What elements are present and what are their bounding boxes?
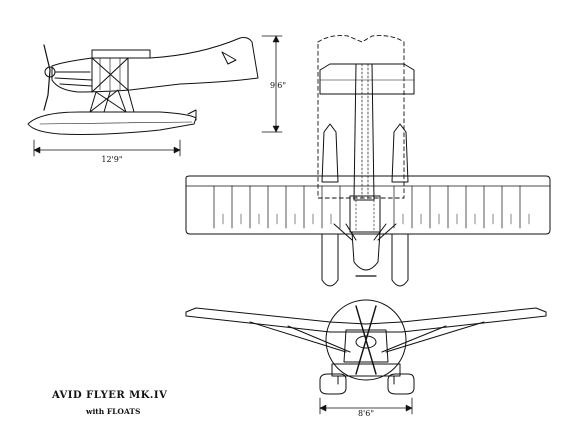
float-right-rear [391, 123, 409, 183]
wing-center-section [349, 195, 381, 233]
propeller-blades-front [355, 305, 377, 375]
length-dimension-label: 12'9" [101, 155, 122, 164]
height-dimension-line [261, 35, 283, 133]
track-dimension-label: 8'6" [358, 409, 374, 418]
length-dimension-line [33, 139, 181, 157]
track-dimension-line [319, 397, 413, 415]
folded-wing-outline [317, 35, 405, 199]
float-struts-top [333, 223, 397, 241]
front-view [185, 299, 547, 415]
horizontal-stabilizer [319, 63, 415, 95]
fuselage-outline [51, 37, 259, 93]
wing-front [185, 307, 547, 333]
float-right-front-view [387, 373, 415, 395]
side-view [27, 35, 283, 157]
length-dimension-arrows [33, 146, 181, 154]
height-dimension-arrows [272, 35, 280, 133]
fuselage-front [343, 329, 389, 363]
top-view [185, 35, 551, 287]
height-dimension-label: 9'6" [270, 81, 286, 90]
drawing-title: AVID FLYER MK.IV [51, 390, 167, 401]
tail-triangle [221, 51, 237, 65]
float-legs-front [337, 375, 395, 385]
wing-section [91, 49, 151, 59]
fuselage-top [353, 63, 375, 201]
track-dimension-arrows [319, 404, 413, 412]
propeller-blade [43, 44, 51, 111]
float-left-front-view [319, 373, 347, 395]
float-left-rear [321, 123, 339, 183]
float-right-front [391, 233, 409, 287]
cabin-ribs [99, 57, 121, 91]
wing-struts-front [249, 321, 485, 353]
cabin-frame [91, 57, 129, 93]
wing-ribs [213, 185, 521, 229]
fuselage-dashed [361, 63, 369, 201]
cowling-lines [54, 71, 93, 87]
float-side [27, 111, 197, 135]
float-left-front [321, 233, 339, 287]
center-dashed [355, 195, 375, 233]
spinner-front [355, 335, 377, 349]
main-wing-top [185, 175, 551, 235]
float-crossbar [331, 363, 401, 377]
wing-rib-ticks [222, 213, 530, 225]
drawing-subtitle: with FLOATS [85, 407, 140, 416]
float-chine [39, 121, 193, 125]
propeller-disc [325, 299, 407, 381]
water-rudder [187, 109, 197, 121]
float-struts [89, 89, 135, 113]
fuselage-nose-top [351, 231, 381, 271]
